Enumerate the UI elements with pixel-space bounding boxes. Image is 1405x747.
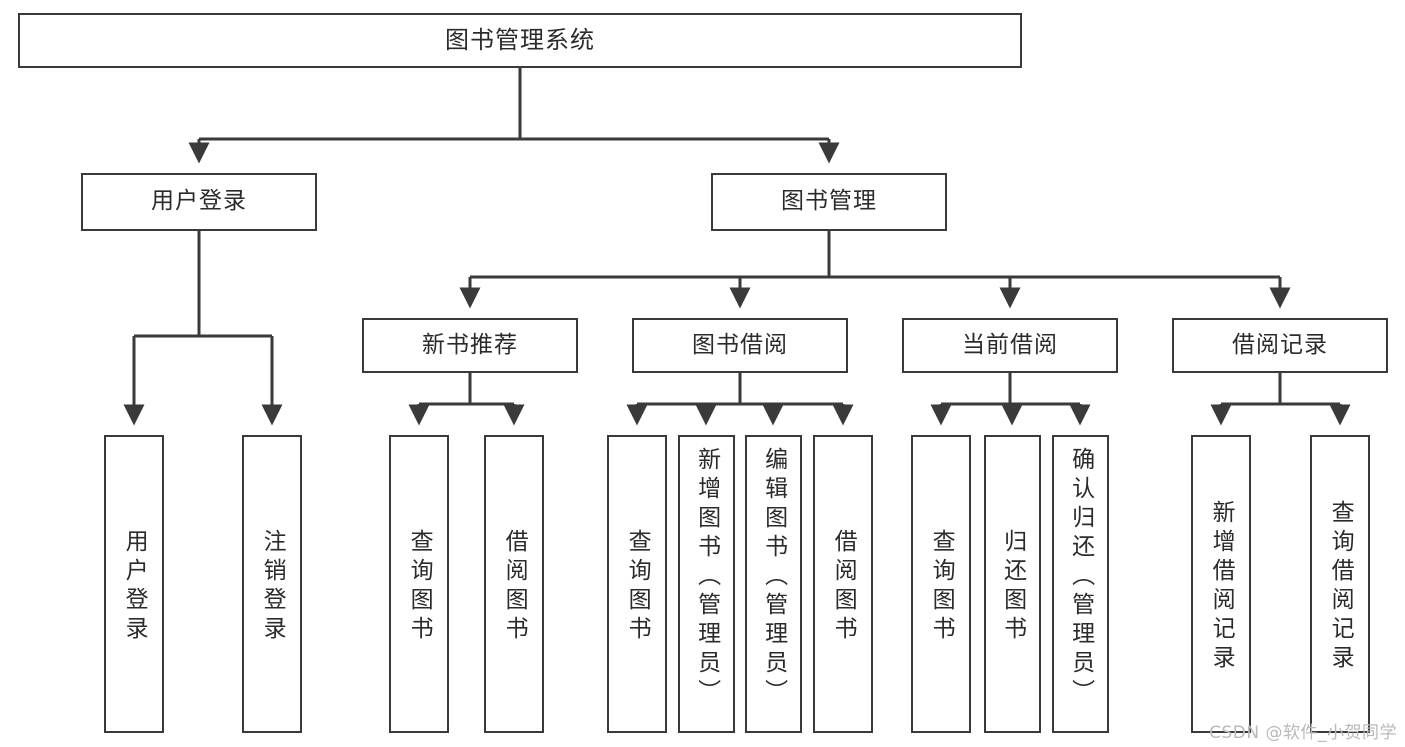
- node-leaf-edit-book-label: 编辑图书（管理员）: [760, 447, 787, 708]
- node-leaf-query-record[interactable]: 查询借阅记录: [1310, 435, 1370, 733]
- node-root[interactable]: 图书管理系统: [18, 13, 1022, 68]
- node-borrow-record-label: 借阅记录: [1232, 331, 1328, 358]
- node-book-borrow[interactable]: 图书借阅: [632, 318, 848, 373]
- node-book-manage-label: 图书管理: [781, 188, 877, 215]
- node-leaf-confirm-return-label: 确认归还（管理员）: [1067, 447, 1094, 708]
- node-leaf-query-book-2-label: 查询图书: [624, 529, 651, 645]
- node-user-login[interactable]: 用户登录: [81, 173, 317, 231]
- csdn-watermark: CSDN @软件_小贺同学: [1209, 723, 1397, 743]
- node-leaf-return-book[interactable]: 归还图书: [984, 435, 1041, 733]
- node-leaf-user-login-label: 用户登录: [121, 529, 148, 645]
- node-leaf-user-logout[interactable]: 注销登录: [242, 435, 302, 733]
- node-user-login-label: 用户登录: [151, 188, 247, 215]
- node-leaf-query-book-1-label: 查询图书: [406, 529, 433, 645]
- node-leaf-query-book-2[interactable]: 查询图书: [607, 435, 667, 733]
- node-leaf-add-record-label: 新增借阅记录: [1208, 500, 1235, 674]
- node-current-borrow[interactable]: 当前借阅: [902, 318, 1118, 373]
- node-leaf-borrow-book-2-label: 借阅图书: [830, 529, 857, 645]
- node-leaf-query-book-1[interactable]: 查询图书: [389, 435, 449, 733]
- node-leaf-query-book-3[interactable]: 查询图书: [911, 435, 971, 733]
- node-book-manage[interactable]: 图书管理: [711, 173, 947, 231]
- node-book-borrow-label: 图书借阅: [692, 331, 788, 358]
- node-leaf-query-record-label: 查询借阅记录: [1327, 500, 1354, 674]
- node-borrow-record[interactable]: 借阅记录: [1172, 318, 1388, 373]
- node-current-borrow-label: 当前借阅: [962, 331, 1058, 358]
- node-leaf-add-book-label: 新增图书（管理员）: [693, 447, 720, 708]
- node-root-label: 图书管理系统: [445, 26, 595, 55]
- node-leaf-add-book[interactable]: 新增图书（管理员）: [678, 435, 735, 733]
- node-leaf-user-logout-label: 注销登录: [259, 529, 286, 645]
- node-leaf-return-book-label: 归还图书: [999, 529, 1026, 645]
- node-new-book-recommend[interactable]: 新书推荐: [362, 318, 578, 373]
- node-leaf-edit-book[interactable]: 编辑图书（管理员）: [745, 435, 802, 733]
- node-leaf-query-book-3-label: 查询图书: [928, 529, 955, 645]
- node-new-book-recommend-label: 新书推荐: [422, 331, 518, 358]
- node-leaf-borrow-book-1-label: 借阅图书: [501, 529, 528, 645]
- node-leaf-confirm-return[interactable]: 确认归还（管理员）: [1052, 435, 1109, 733]
- node-leaf-add-record[interactable]: 新增借阅记录: [1191, 435, 1251, 733]
- node-leaf-borrow-book-2[interactable]: 借阅图书: [813, 435, 873, 733]
- node-leaf-user-login[interactable]: 用户登录: [104, 435, 164, 733]
- node-leaf-borrow-book-1[interactable]: 借阅图书: [484, 435, 544, 733]
